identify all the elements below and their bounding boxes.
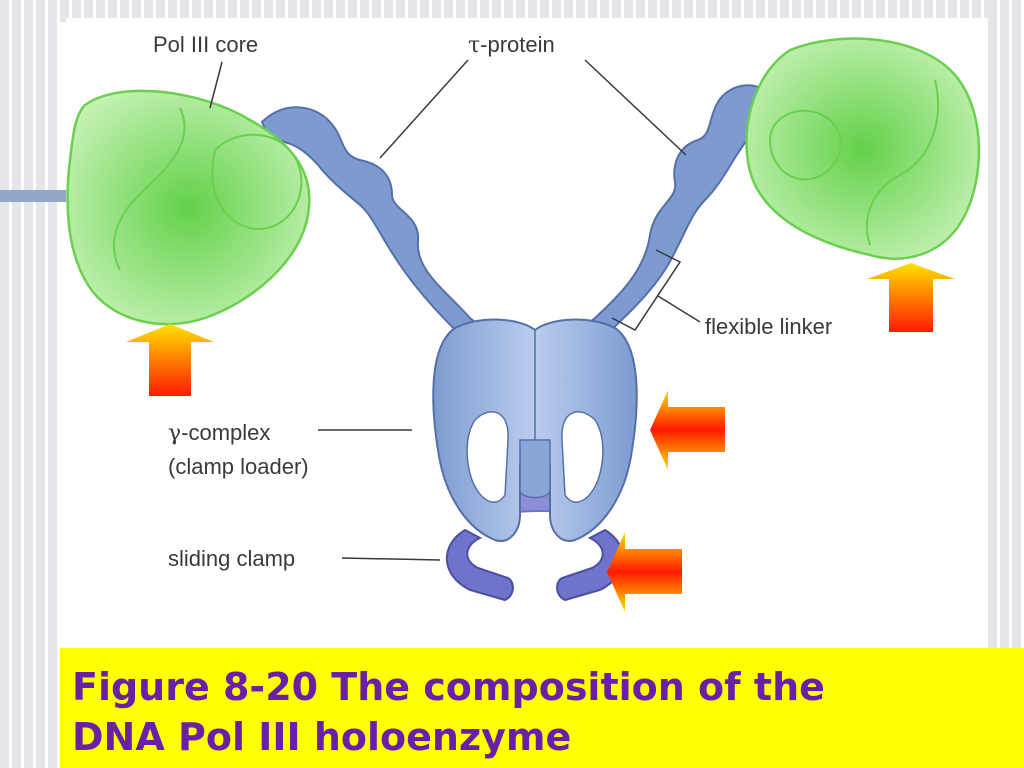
pol-core-right-fold	[768, 109, 842, 181]
pol-core-right-groove	[865, 79, 940, 246]
sliding-clamp-label: sliding clamp	[168, 546, 295, 571]
caption-box: Figure 8-20 The composition of the DNA P…	[60, 648, 1024, 768]
gamma-complex-label: γ-complex	[168, 420, 270, 446]
tau-protein-left-arm	[260, 106, 487, 347]
pol-core-left-fold	[211, 133, 303, 231]
gamma-symbol: γ	[168, 421, 181, 446]
holoenzyme-figure: Pol III core τ-protein flexible linker γ…	[66, 18, 988, 650]
caption-line-2: DNA Pol III holoenzyme	[72, 715, 572, 759]
arrow-left-icon	[607, 532, 682, 612]
holoenzyme-diagram: Pol III core τ-protein flexible linker γ…	[66, 32, 981, 612]
figure-caption: Figure 8-20 The composition of the DNA P…	[72, 662, 1012, 762]
arrow-up-icon	[867, 263, 955, 332]
flexible-linker-leader	[657, 295, 701, 323]
slide-accent-bar	[0, 190, 70, 202]
flexible-linker-label: flexible linker	[705, 314, 832, 339]
background-stripes-top	[0, 0, 1024, 22]
tau-symbol: τ	[468, 33, 480, 58]
tau-protein-label: τ-protein	[468, 32, 555, 58]
clamp-loader-label: (clamp loader)	[168, 454, 309, 479]
pol-core-right	[745, 37, 981, 260]
tau-leader-left	[379, 59, 469, 159]
tau-protein-right-arm	[578, 84, 774, 347]
arrow-up-icon	[126, 324, 214, 396]
gamma-complex-window-right	[561, 411, 604, 503]
pol-core-left	[66, 89, 311, 326]
tau-leader-right	[584, 59, 687, 156]
gamma-complex-text: -complex	[181, 420, 270, 445]
background-stripes-right	[988, 0, 1024, 768]
background-stripes-left	[0, 0, 60, 768]
gamma-complex-stem	[519, 439, 551, 499]
pol-core-left-groove	[113, 107, 186, 271]
arrow-left-icon	[650, 390, 725, 470]
pol-core-label: Pol III core	[153, 32, 258, 57]
caption-line-1: Figure 8-20 The composition of the	[72, 665, 825, 709]
sliding-clamp-leader	[341, 557, 441, 561]
tau-protein-text: -protein	[480, 32, 555, 57]
flexible-linker-bracket	[611, 249, 682, 331]
gamma-complex-window-left	[466, 411, 509, 503]
pol-core-leader	[209, 61, 223, 109]
sliding-clamp-left	[445, 528, 514, 602]
